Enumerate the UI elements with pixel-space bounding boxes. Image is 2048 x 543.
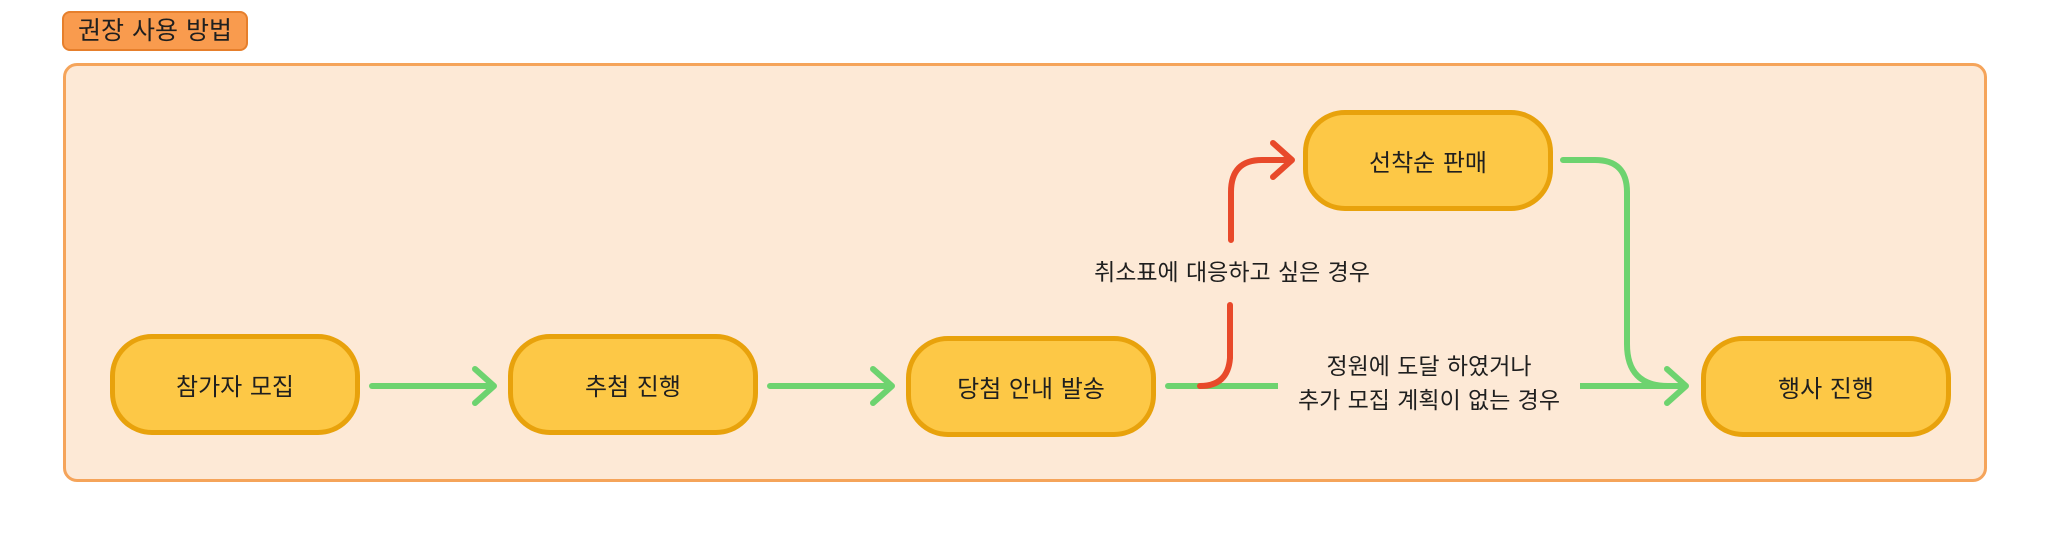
node-label: 추첨 진행 xyxy=(585,373,681,401)
node-event-run: 행사 진행 xyxy=(1701,336,1951,437)
edge-label-direct-path: 정원에 도달 하였거나 추가 모집 계획이 없는 경우 xyxy=(1278,350,1580,418)
node-participant-recruit: 참가자 모집 xyxy=(110,334,360,435)
node-first-come-sale: 선착순 판매 xyxy=(1303,110,1553,211)
node-label: 참가자 모집 xyxy=(175,373,295,401)
node-lottery-draw: 추첨 진행 xyxy=(508,334,758,435)
arrow-draw-to-notify xyxy=(767,366,895,406)
arrow-notify-to-first-come xyxy=(1197,140,1295,389)
edge-label-line-2: 추가 모집 계획이 없는 경우 xyxy=(1297,388,1560,414)
edge-label-line-1: 정원에 도달 하였거나 xyxy=(1326,354,1532,380)
section-title-badge: 권장 사용 방법 xyxy=(62,11,248,51)
edge-label-text: 취소표에 대응하고 싶은 경우 xyxy=(1094,260,1370,286)
node-label: 당첨 안내 발송 xyxy=(957,375,1105,403)
arrow-recruit-to-draw xyxy=(369,366,497,406)
node-label: 행사 진행 xyxy=(1778,375,1874,403)
node-label: 선착순 판매 xyxy=(1368,149,1488,177)
arrow-first-come-to-event xyxy=(1560,157,1671,389)
node-winner-notification: 당첨 안내 발송 xyxy=(906,336,1156,437)
edge-label-cancel-branch: 취소표에 대응하고 싶은 경우 xyxy=(1082,256,1382,290)
